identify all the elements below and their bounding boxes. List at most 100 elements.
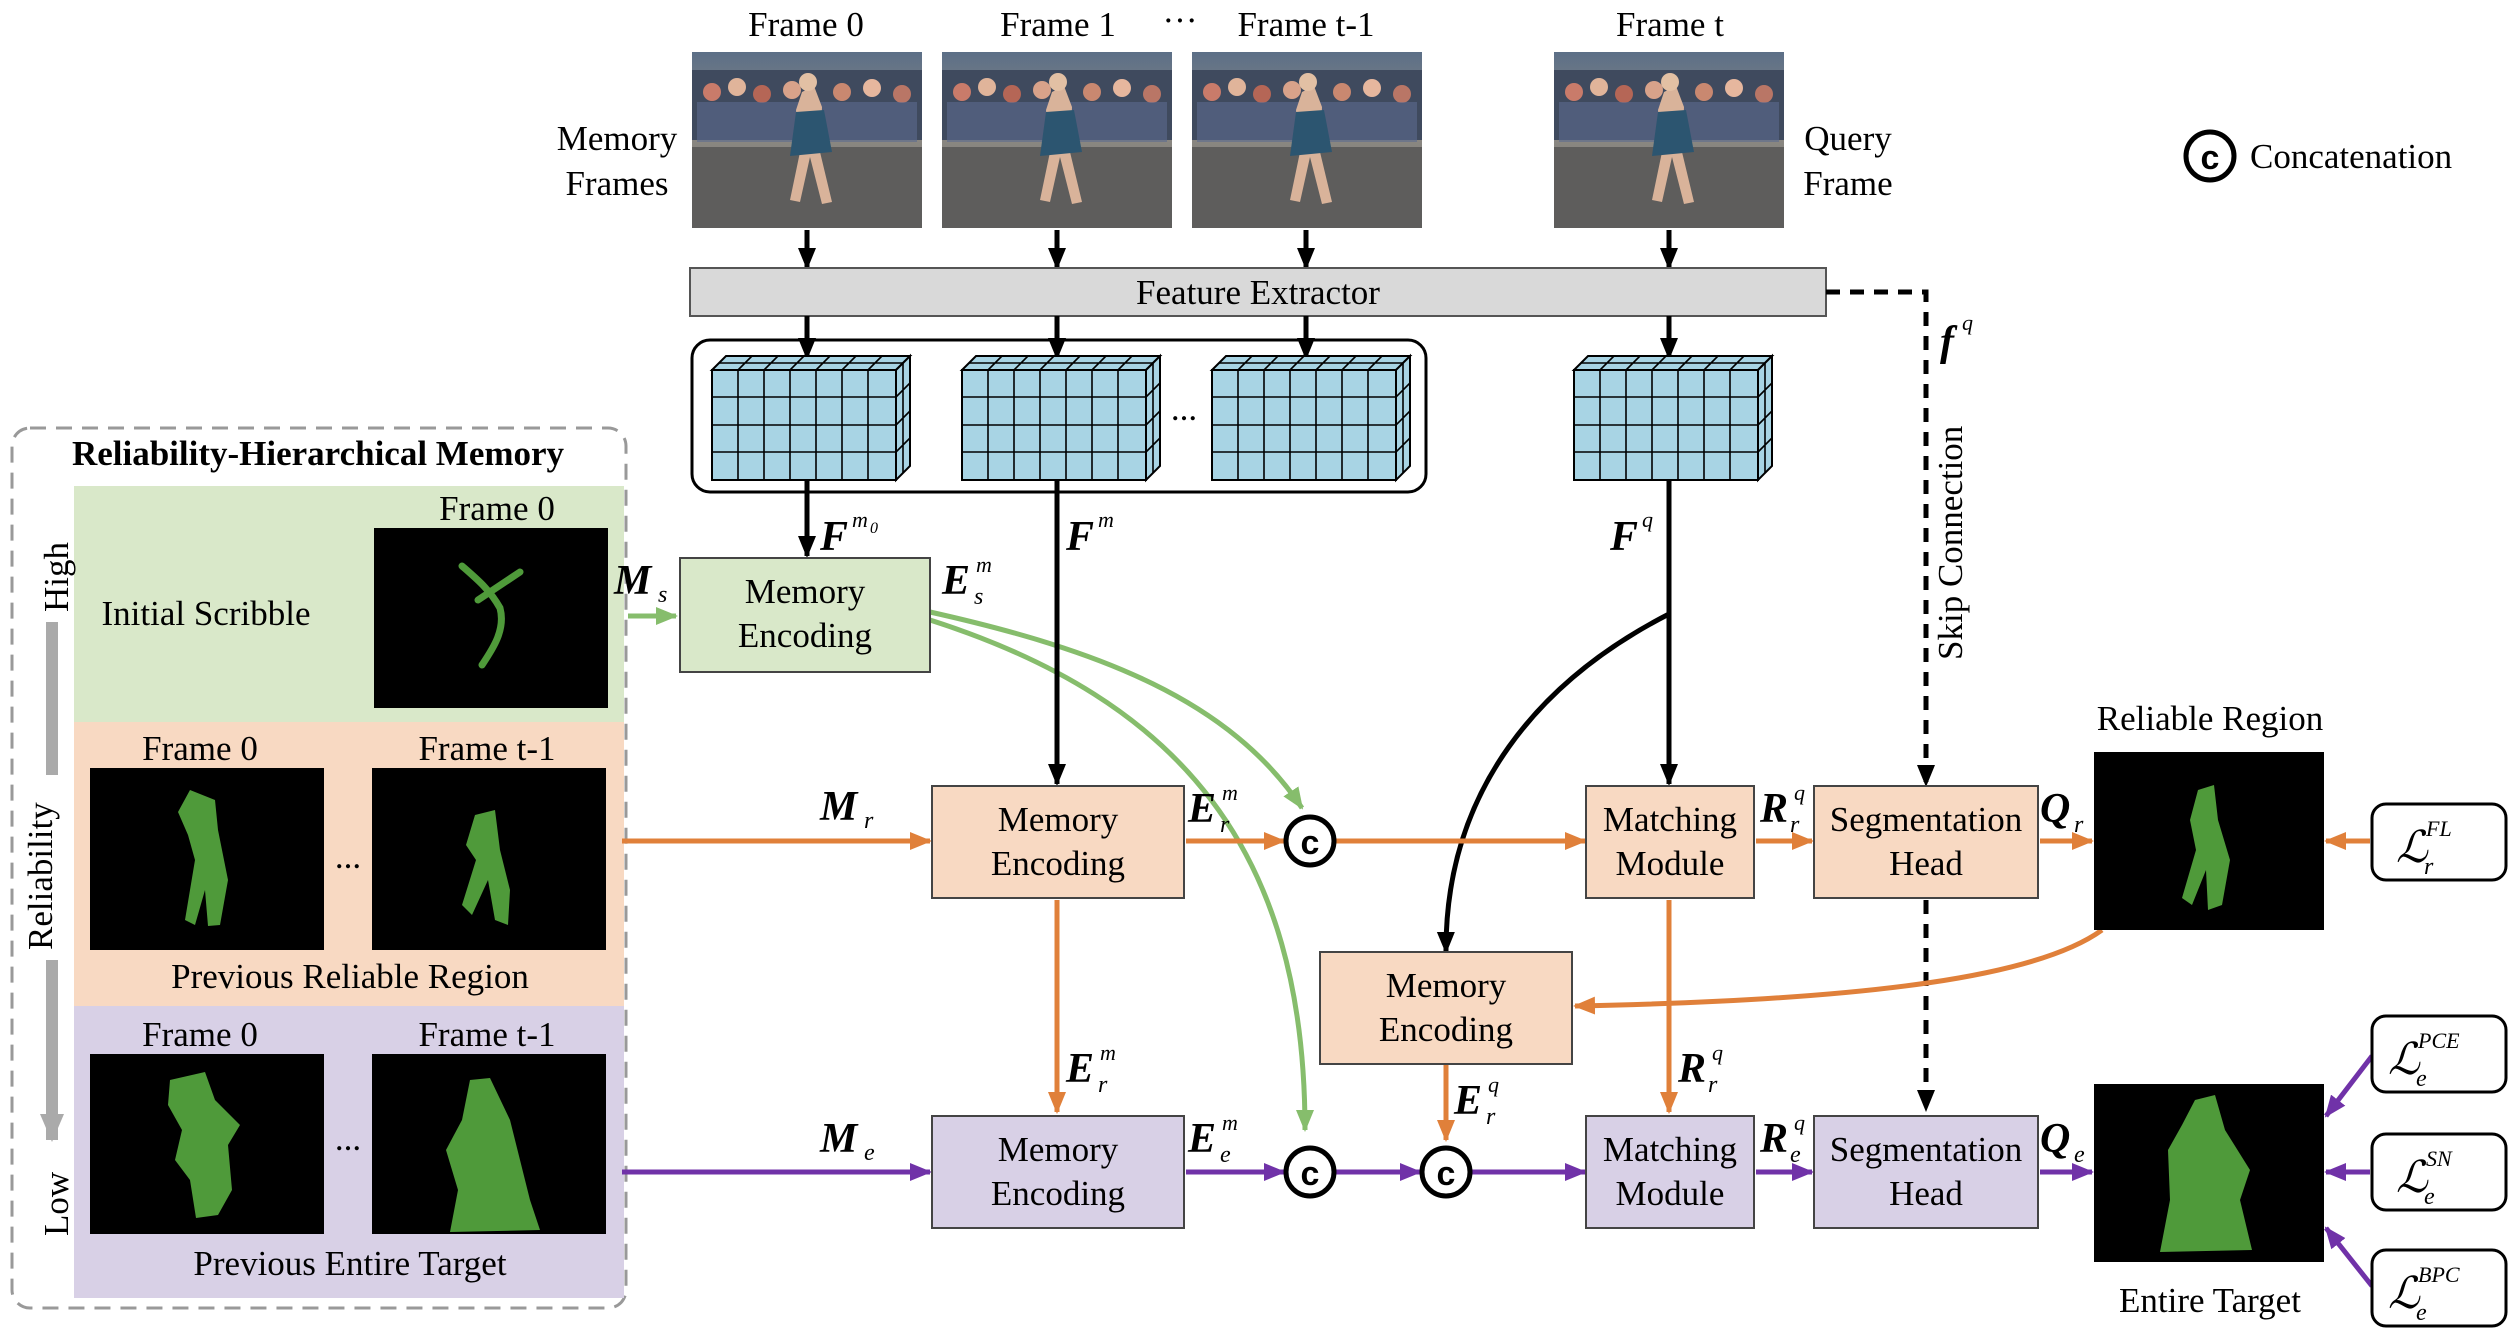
query-frame-label-2: Frame <box>1803 164 1892 203</box>
seg-entire-l2: Head <box>1889 1174 1963 1213</box>
memory-feature-cube-1 <box>961 355 1161 481</box>
label-Qe: Q e <box>2040 1116 2085 1168</box>
entire-dots: ... <box>335 1119 361 1158</box>
frame-t-label: Frame t <box>1616 5 1724 44</box>
entire-frame0-label: Frame 0 <box>142 1015 258 1054</box>
reliability-low-label: Low <box>37 1171 76 1236</box>
initial-scribble-mask <box>374 528 608 708</box>
svg-text:m: m <box>1100 1040 1116 1065</box>
memory-feature-cube-0 <box>711 355 911 481</box>
loss-fl: ℒ r FL <box>2370 802 2508 882</box>
svg-text:e: e <box>2416 1066 2427 1092</box>
reliable-feedback-arrow <box>1573 927 2104 1015</box>
svg-text:E: E <box>1065 1046 1094 1092</box>
svg-text:FL: FL <box>2425 816 2452 841</box>
memory-panel-title: Reliability-Hierarchical Memory <box>72 434 565 473</box>
frame-t-minus-1-label: Frame t-1 <box>1237 5 1374 44</box>
svg-text:m: m <box>976 552 992 577</box>
frames-ellipsis: ··· <box>1163 1 1198 40</box>
query-frame-image <box>1554 52 1784 228</box>
svg-text:F: F <box>819 514 848 560</box>
reliable-region-mask <box>2182 785 2230 910</box>
concat-node-entire-2: c <box>1419 1145 1473 1199</box>
svg-text:F: F <box>1609 514 1638 560</box>
svg-text:E: E <box>941 558 970 604</box>
svg-text:m: m <box>1222 1110 1238 1135</box>
svg-text:r: r <box>2074 812 2084 838</box>
entire-target-title: Entire Target <box>2119 1281 2301 1320</box>
concatenation-legend-icon <box>2183 129 2237 183</box>
label-Mr: M r <box>819 784 874 834</box>
svg-text:c: c <box>1301 824 1320 862</box>
svg-text:Q: Q <box>2040 1116 2070 1162</box>
matching-module-entire <box>1585 1115 1755 1229</box>
svg-text:m: m <box>1222 780 1238 805</box>
memory-encoding-reliable-l1: Memory <box>998 800 1119 839</box>
skip-f-sup: q <box>1962 310 1973 335</box>
svg-text:e: e <box>1220 1142 1231 1168</box>
skip-f-symbol: f <box>1940 319 1958 365</box>
svg-text:E: E <box>1187 1116 1216 1162</box>
matching-entire-l2: Module <box>1616 1174 1725 1213</box>
previous-reliable-region-label: Previous Reliable Region <box>171 957 529 996</box>
svg-text:R: R <box>1677 1046 1706 1092</box>
memory-frame-0-image <box>692 52 922 228</box>
frame1-label: Frame 1 <box>1000 5 1116 44</box>
memory-encoding-scribble-l2: Encoding <box>738 616 872 655</box>
svg-text:M: M <box>819 784 859 830</box>
label-Fm: F m <box>1065 507 1114 560</box>
entire-mask-shape-1 <box>446 1078 540 1232</box>
loss-pce: ℒ e PCE <box>2370 1014 2508 1094</box>
seg-reliable-l1: Segmentation <box>1830 800 2022 839</box>
memory-encoding-reliable <box>931 785 1185 899</box>
concatenation-legend-symbol: c <box>2201 139 2220 177</box>
svg-text:q: q <box>1712 1040 1723 1065</box>
svg-text:s: s <box>974 584 983 610</box>
scribble-stroke <box>458 562 524 669</box>
seg-reliable-l2: Head <box>1889 844 1963 883</box>
svg-text:E: E <box>1453 1078 1482 1124</box>
memory-encoding-query-l1: Memory <box>1386 966 1507 1005</box>
svg-text:E: E <box>1187 786 1216 832</box>
svg-text:r: r <box>1790 812 1800 838</box>
label-Re: R e q <box>1759 1110 1805 1168</box>
feature-extractor-label: Feature Extractor <box>1136 273 1380 312</box>
matching-reliable-l1: Matching <box>1603 800 1737 839</box>
svg-text:r: r <box>2424 854 2434 880</box>
svg-text:e: e <box>2424 1184 2435 1210</box>
skip-connection-label: Skip Connection <box>1931 426 1970 660</box>
memory-frame-t-minus-1-image <box>1192 52 1422 228</box>
entire-mask-shape-0 <box>168 1072 240 1218</box>
initial-scribble-label: Initial Scribble <box>102 594 311 633</box>
memory-frames-label-1: Memory <box>557 119 678 158</box>
concat-node-reliable: c <box>1283 814 1337 868</box>
label-Qr: Q r <box>2040 786 2084 838</box>
label-Fq: F q <box>1609 507 1653 560</box>
fq-to-memory-encoding <box>1436 611 1671 954</box>
query-feature-cube <box>1573 355 1773 481</box>
svg-text:BPC: BPC <box>2418 1262 2460 1287</box>
query-frame-label-1: Query <box>1804 119 1892 158</box>
svg-text:s: s <box>658 582 667 608</box>
reliability-axis-label: Reliability <box>21 802 60 950</box>
entire-target-mask <box>2160 1095 2252 1252</box>
reliable-frame0-label: Frame 0 <box>142 729 258 768</box>
memory-encoding-query-l2: Encoding <box>1379 1010 1513 1049</box>
label-Rr-down: R r q <box>1677 1040 1723 1098</box>
matching-module-reliable <box>1585 785 1755 899</box>
es-to-concat-e <box>929 617 1314 1132</box>
memory-encoding-scribble <box>679 557 931 673</box>
label-Er: E r m <box>1187 780 1238 838</box>
memory-encoding-entire <box>931 1115 1185 1229</box>
svg-text:ℒ: ℒ <box>2388 1035 2421 1084</box>
scribble-frame0-label: Frame 0 <box>439 489 555 528</box>
svg-text:q: q <box>1488 1072 1499 1097</box>
seg-entire-l1: Segmentation <box>1830 1130 2022 1169</box>
matching-reliable-l2: Module <box>1616 844 1725 883</box>
svg-text:e: e <box>2416 1300 2427 1326</box>
label-Ee: E e m <box>1187 1110 1238 1168</box>
svg-text:Q: Q <box>2040 786 2070 832</box>
segmentation-head-reliable <box>1813 785 2039 899</box>
svg-text:ℒ: ℒ <box>2396 1153 2429 1202</box>
